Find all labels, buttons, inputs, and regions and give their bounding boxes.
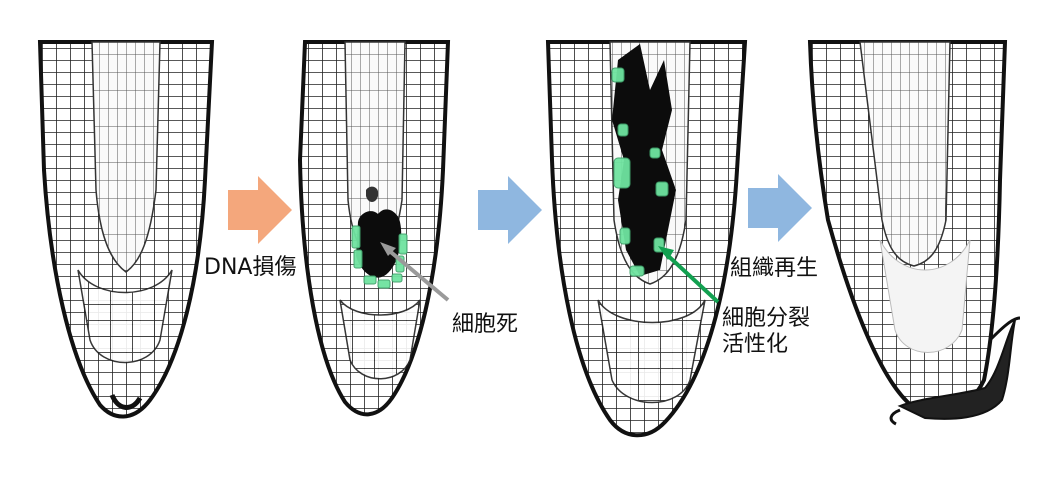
label-cell-division-line2: 活性化 [722, 332, 789, 358]
label-dna-damage: DNA損傷 [204, 255, 297, 280]
root-tip-normal [37, 40, 215, 419]
root-tip-regenerated [807, 40, 1021, 426]
root-tip-cell-division [545, 40, 748, 438]
cell-death-pointer [384, 246, 450, 302]
label-cell-death: 細胞死 [452, 312, 519, 337]
label-cell-division-activation: 細胞分裂 活性化 [722, 306, 832, 359]
dead-tissue-column [612, 44, 676, 276]
right-arrow-icon [748, 174, 812, 242]
right-arrow-icon [228, 176, 292, 244]
cell-division-pointer [662, 250, 720, 304]
root-tip-cell-death [297, 40, 451, 417]
dead-cell-region [356, 209, 402, 278]
right-arrow-icon [478, 176, 542, 244]
green-highlight-cells-3 [611, 67, 669, 277]
label-cell-division-line1: 細胞分裂 [722, 306, 811, 331]
label-tissue-regeneration: 組織再生 [730, 256, 819, 281]
